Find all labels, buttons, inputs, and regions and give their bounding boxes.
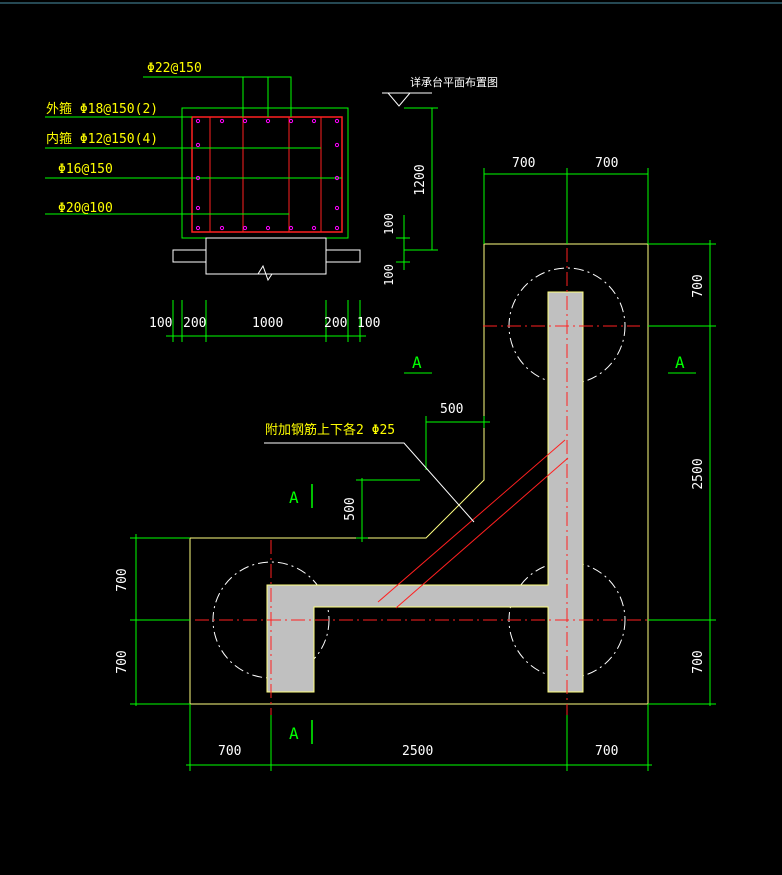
section-mark-top-left: A <box>404 353 432 374</box>
section-detail: Φ22@150 外箍 Φ18@150(2) 内箍 Φ12@150(4) Φ16@… <box>45 61 498 342</box>
dim-w4: 200 <box>324 316 347 331</box>
dim-bottom-left: 700 <box>218 744 241 759</box>
dim-w1: 100 <box>149 316 172 331</box>
dim-chamfer-h: 500 <box>440 402 463 417</box>
break-line <box>206 264 326 282</box>
svg-text:A: A <box>289 488 299 507</box>
leader-top-bar <box>143 76 292 117</box>
dim-bottom-right: 700 <box>595 744 618 759</box>
svg-text:A: A <box>412 353 422 372</box>
dim-left-bottom: 700 <box>115 650 130 673</box>
dim-chamfer-v: 500 <box>343 497 358 520</box>
label-top-bar: Φ22@150 <box>147 61 202 76</box>
beam-shape <box>266 291 584 693</box>
section-mark-mid-left: A <box>289 484 313 508</box>
elevation-marker <box>386 92 412 107</box>
dim-height: 1200 <box>413 164 428 195</box>
dim-left-top: 700 <box>115 568 130 591</box>
label-outer-stirrup: 外箍 Φ18@150(2) <box>46 101 158 117</box>
dim-w2: 200 <box>183 316 206 331</box>
svg-text:A: A <box>289 724 299 743</box>
rebar-dots <box>195 118 340 231</box>
label-inner-stirrup: 内箍 Φ12@150(4) <box>46 131 158 147</box>
extra-rebar-2 <box>395 457 569 609</box>
dim-w3: 1000 <box>252 316 283 331</box>
dim-right-bottom: 700 <box>691 650 706 673</box>
dim-bottom-mid: 2500 <box>402 744 433 759</box>
label-side-bar: Φ16@150 <box>58 162 113 177</box>
section-mark-bottom: A <box>289 720 313 744</box>
plan-view: 700 700 700 2500 700 700 700 700 <box>115 156 716 771</box>
extra-rebar-leader <box>264 442 475 523</box>
outer-stirrup-line <box>191 116 343 233</box>
dim-w5: 100 <box>357 316 380 331</box>
section-outline <box>181 107 349 239</box>
dim-top-left: 700 <box>512 156 535 171</box>
dim-right-mid: 2500 <box>691 458 706 489</box>
pile-cap-outline <box>189 243 649 705</box>
svg-text:A: A <box>675 353 685 372</box>
elevation-note: 详承台平面布置图 <box>410 75 498 89</box>
section-cushion-left <box>172 249 207 263</box>
dim-bottom-cover: 100 <box>382 264 396 286</box>
extra-rebar-note: 附加钢筋上下各2 Φ25 <box>265 422 395 438</box>
dim-top-right: 700 <box>595 156 618 171</box>
center-lines <box>195 248 650 715</box>
dim-right-top: 700 <box>691 274 706 297</box>
section-cushion-right <box>325 249 361 263</box>
section-mark-top-right: A <box>668 353 696 374</box>
dim-top-cover: 100 <box>382 213 396 235</box>
label-bottom-bar: Φ20@100 <box>58 201 113 216</box>
extra-rebar-1 <box>377 439 566 603</box>
section-pile <box>205 237 327 275</box>
